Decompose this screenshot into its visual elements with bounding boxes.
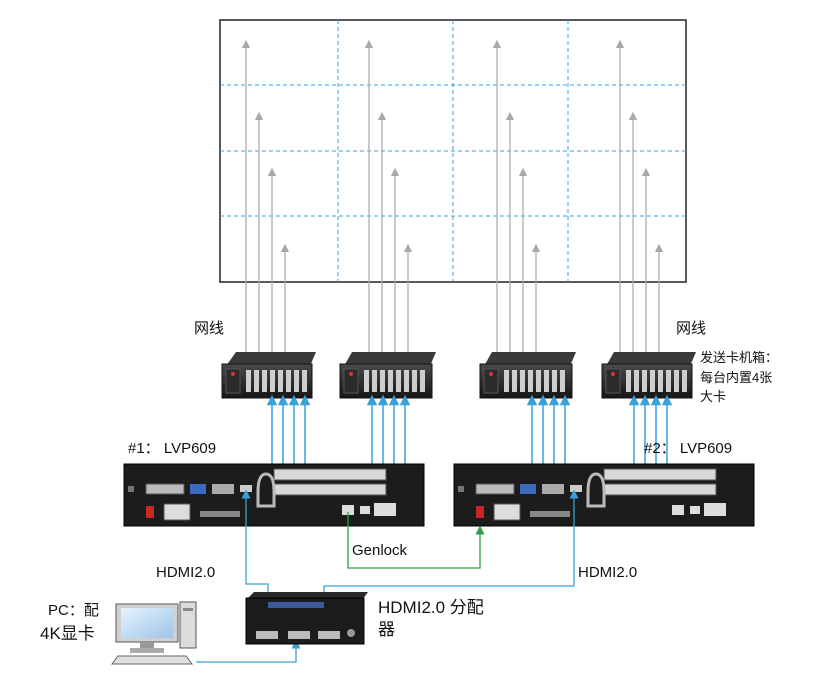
sender-box-1: [221, 352, 316, 399]
lvp609-processor-2: [453, 463, 755, 527]
sender-note-line: 每台内置4张: [700, 370, 773, 385]
genlock-link: [347, 512, 485, 569]
splitter-label-line: 器: [378, 620, 395, 639]
pc-to-splitter-link: [196, 639, 301, 663]
lvp609-processor-1: [123, 463, 425, 527]
sender-box-3: [479, 352, 576, 399]
genlock-label: Genlock: [352, 542, 408, 559]
pc-computer: [111, 601, 197, 665]
sender-note-line: 大卡: [700, 389, 727, 404]
network-cable-label-left: 网线: [194, 320, 225, 337]
sender-note-line: 发送卡机箱：: [700, 350, 779, 365]
hdmi-label-right: HDMI2.0: [578, 564, 638, 581]
pc-label-line: 4K显卡: [40, 624, 95, 643]
hdmi-label-left: HDMI2.0: [156, 564, 216, 581]
sender-box-4: [601, 352, 696, 399]
network-cables: [241, 39, 664, 352]
led-screen-wall: [219, 19, 687, 283]
pc-label-line: PC：配: [48, 602, 99, 619]
processor-2-label: #2： LVP609: [644, 440, 733, 457]
hdmi-splitter: [245, 592, 368, 645]
splitter-label-line: HDMI2.0 分配: [378, 598, 484, 617]
dvi-links: [266, 394, 673, 466]
network-cable-label-right: 网线: [676, 320, 707, 337]
processor-1-label: #1： LVP609: [128, 440, 217, 457]
sender-box-2: [339, 352, 436, 399]
